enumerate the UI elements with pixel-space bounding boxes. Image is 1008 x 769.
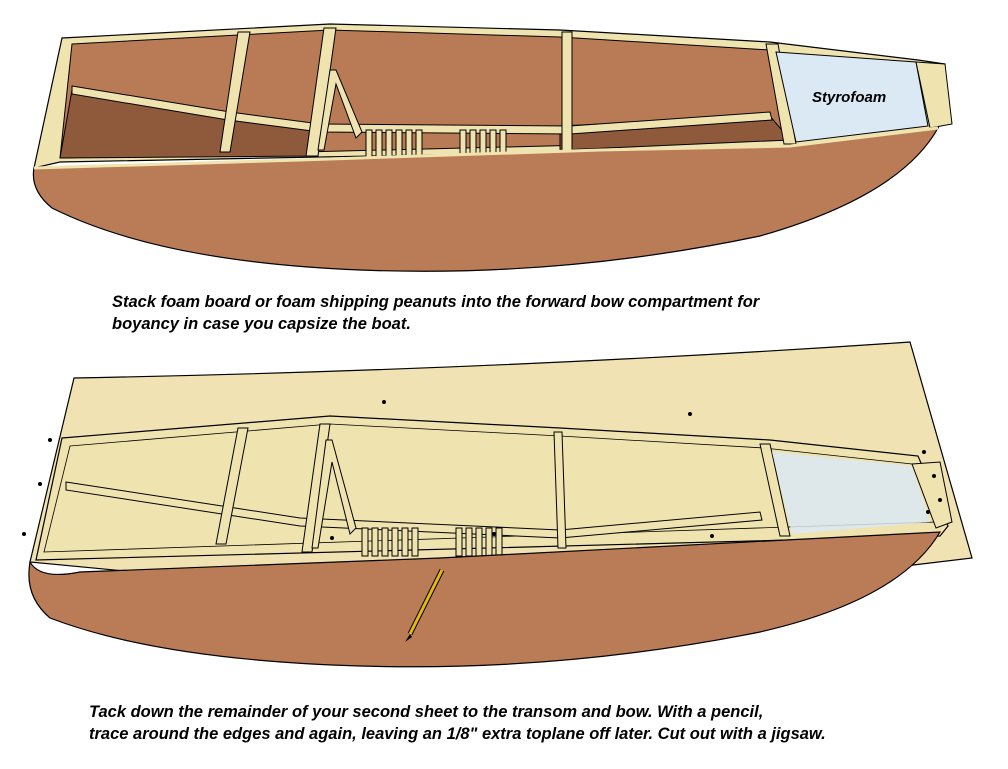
styrofoam-label: Styrofoam — [812, 89, 887, 106]
hull-side — [32, 127, 940, 272]
frame-4 — [759, 443, 791, 537]
frame-2 — [301, 423, 331, 553]
stringer — [71, 85, 773, 135]
hull-chine — [33, 126, 939, 170]
caption-line: boyancy in case you capsize the boat. — [112, 315, 411, 333]
frame-1 — [215, 427, 249, 545]
frame-2 — [305, 27, 337, 157]
frame-3 — [561, 31, 573, 157]
seat-support — [317, 69, 363, 151]
bow-cap — [915, 61, 953, 129]
hull-side — [28, 531, 942, 668]
boat-with-plywood-sheet — [22, 341, 973, 668]
floor-slats — [361, 527, 503, 557]
caption-foam-buoyancy: Stack foam board or foam shipping peanut… — [112, 291, 759, 335]
frame-3 — [553, 431, 567, 549]
caption-line: Tack down the remainder of your second s… — [89, 703, 764, 721]
boat-with-styrofoam — [32, 23, 953, 272]
seat-support — [311, 439, 357, 549]
styrofoam-fill — [775, 51, 929, 143]
stringer — [65, 481, 763, 539]
pencil-icon — [405, 568, 445, 642]
caption-line: Stack foam board or foam shipping peanut… — [112, 293, 760, 311]
caption-line: trace around the edges and again, leavin… — [89, 725, 826, 743]
tack-nails — [22, 400, 942, 540]
bow-cap — [911, 461, 953, 529]
styrofoam-fill — [772, 452, 930, 534]
caption-tack-sheet: Tack down the remainder of your second s… — [89, 701, 826, 745]
frame-1 — [219, 31, 251, 153]
